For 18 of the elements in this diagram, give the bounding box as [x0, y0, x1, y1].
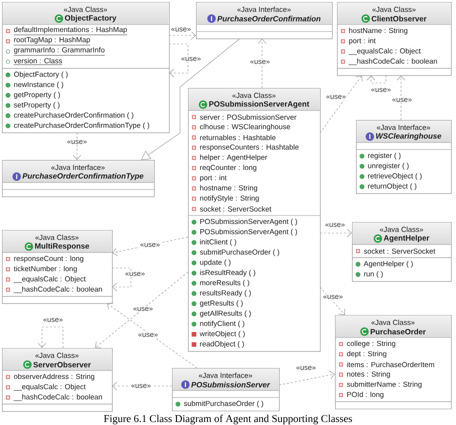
dependency-arrow — [278, 370, 335, 386]
dependency-arrow — [112, 268, 132, 292]
dependency-arrow — [366, 75, 386, 84]
dependency-arrow — [168, 44, 188, 78]
dependency-arrow — [396, 75, 406, 120]
figure-caption: Figure 6.1 Class Diagram of Agent and Supporting Classes — [104, 414, 352, 424]
dependency-arrow — [112, 382, 172, 390]
dependency-arrow — [38, 326, 64, 348]
generalization-arrow — [141, 38, 240, 160]
dependency-arrow — [320, 75, 363, 134]
dependency-arrow — [95, 272, 188, 348]
dependency-arrow — [168, 31, 196, 40]
dependency-arrow — [72, 132, 82, 160]
dependency-arrow — [320, 286, 345, 315]
dependency-arrow — [112, 236, 188, 256]
dependency-arrow — [258, 38, 266, 88]
dependency-arrow — [107, 302, 198, 368]
dependency-arrow — [320, 228, 352, 238]
